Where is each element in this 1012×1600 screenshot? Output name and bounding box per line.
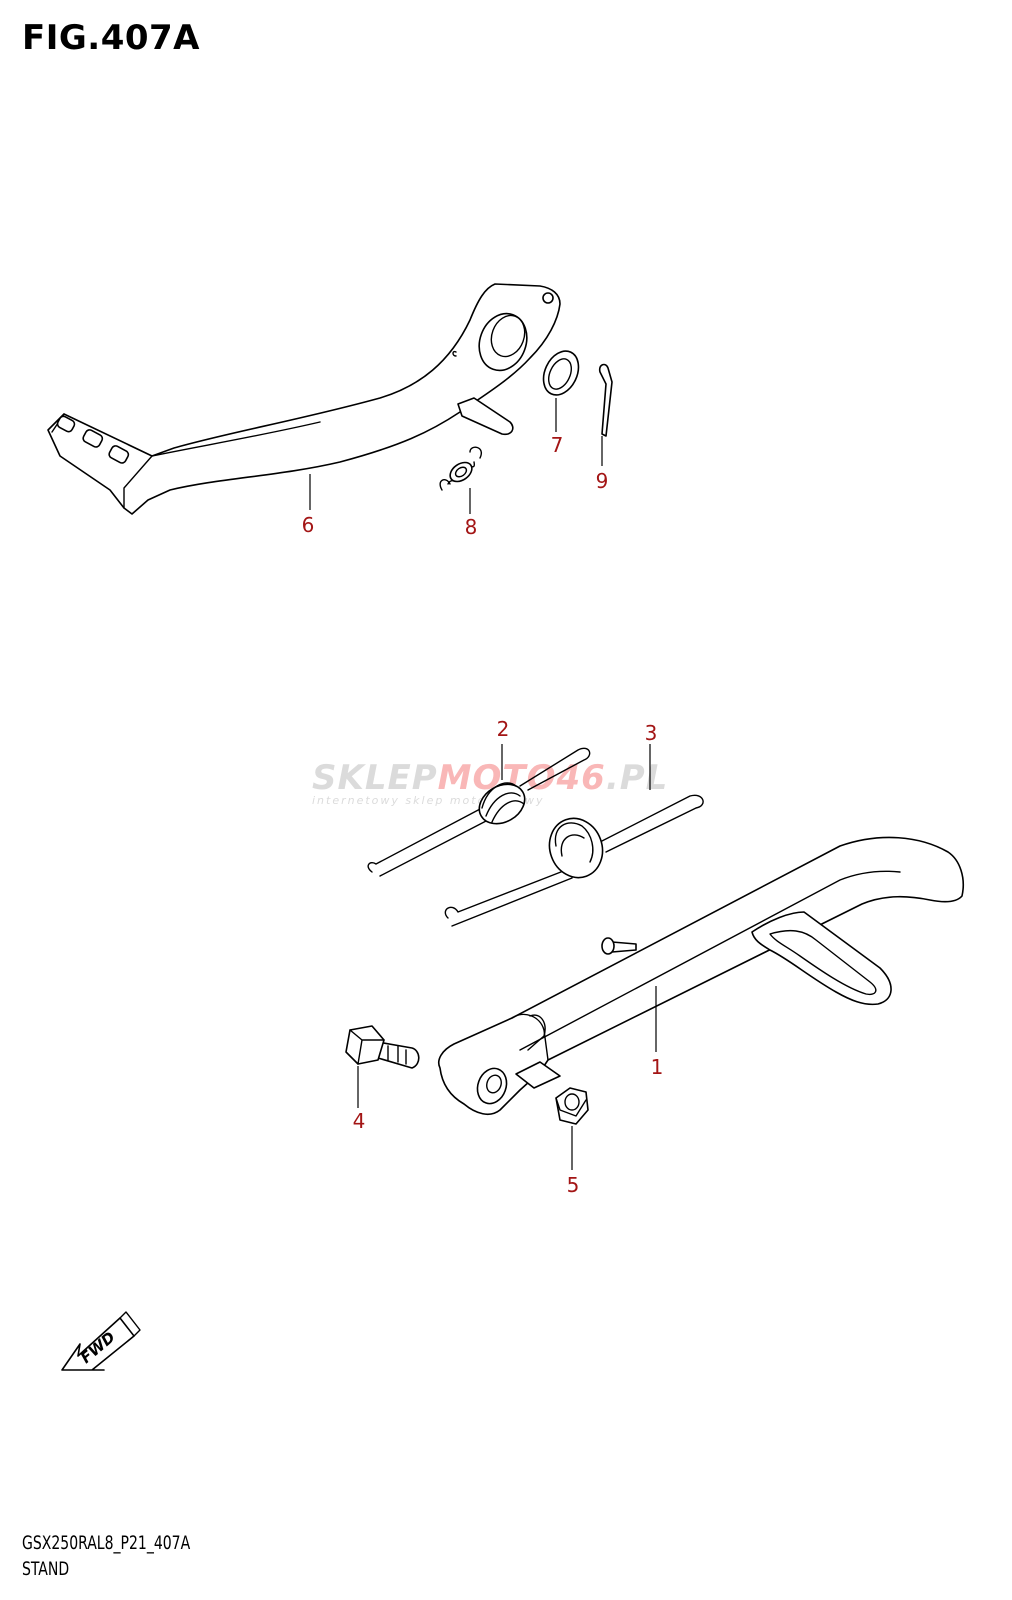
part-2-spring[interactable] <box>367 747 591 877</box>
callout-7: 7 <box>551 433 564 457</box>
model-code: GSX250RAL8_P21_407A <box>22 1532 191 1554</box>
figure-title: FIG.407A <box>22 18 200 58</box>
part-4-bolt[interactable] <box>345 1025 420 1069</box>
part-3-spring[interactable] <box>444 794 704 927</box>
stand-pivot-pin <box>601 937 637 955</box>
callout-1: 1 <box>651 1055 664 1079</box>
callout-3: 3 <box>645 721 658 745</box>
callout-8: 8 <box>465 515 478 539</box>
callouts: 6 8 7 9 2 3 1 4 5 <box>302 433 664 1197</box>
callout-2: 2 <box>497 717 510 741</box>
part-1-side-stand[interactable] <box>438 836 964 1116</box>
callout-6: 6 <box>302 513 315 537</box>
part-5-nut[interactable] <box>555 1087 589 1125</box>
part-7-washer[interactable] <box>537 345 585 400</box>
callout-9: 9 <box>596 469 609 493</box>
callout-4: 4 <box>353 1109 366 1133</box>
part-8-spring[interactable] <box>439 446 482 491</box>
part-6-brake-pedal[interactable] <box>47 283 561 515</box>
fwd-arrow-icon: FWD <box>61 1311 141 1371</box>
leader-lines <box>309 398 657 1170</box>
part-9-cotter-pin[interactable] <box>598 363 613 437</box>
callout-5: 5 <box>567 1173 580 1197</box>
section-name: STAND <box>22 1558 70 1580</box>
